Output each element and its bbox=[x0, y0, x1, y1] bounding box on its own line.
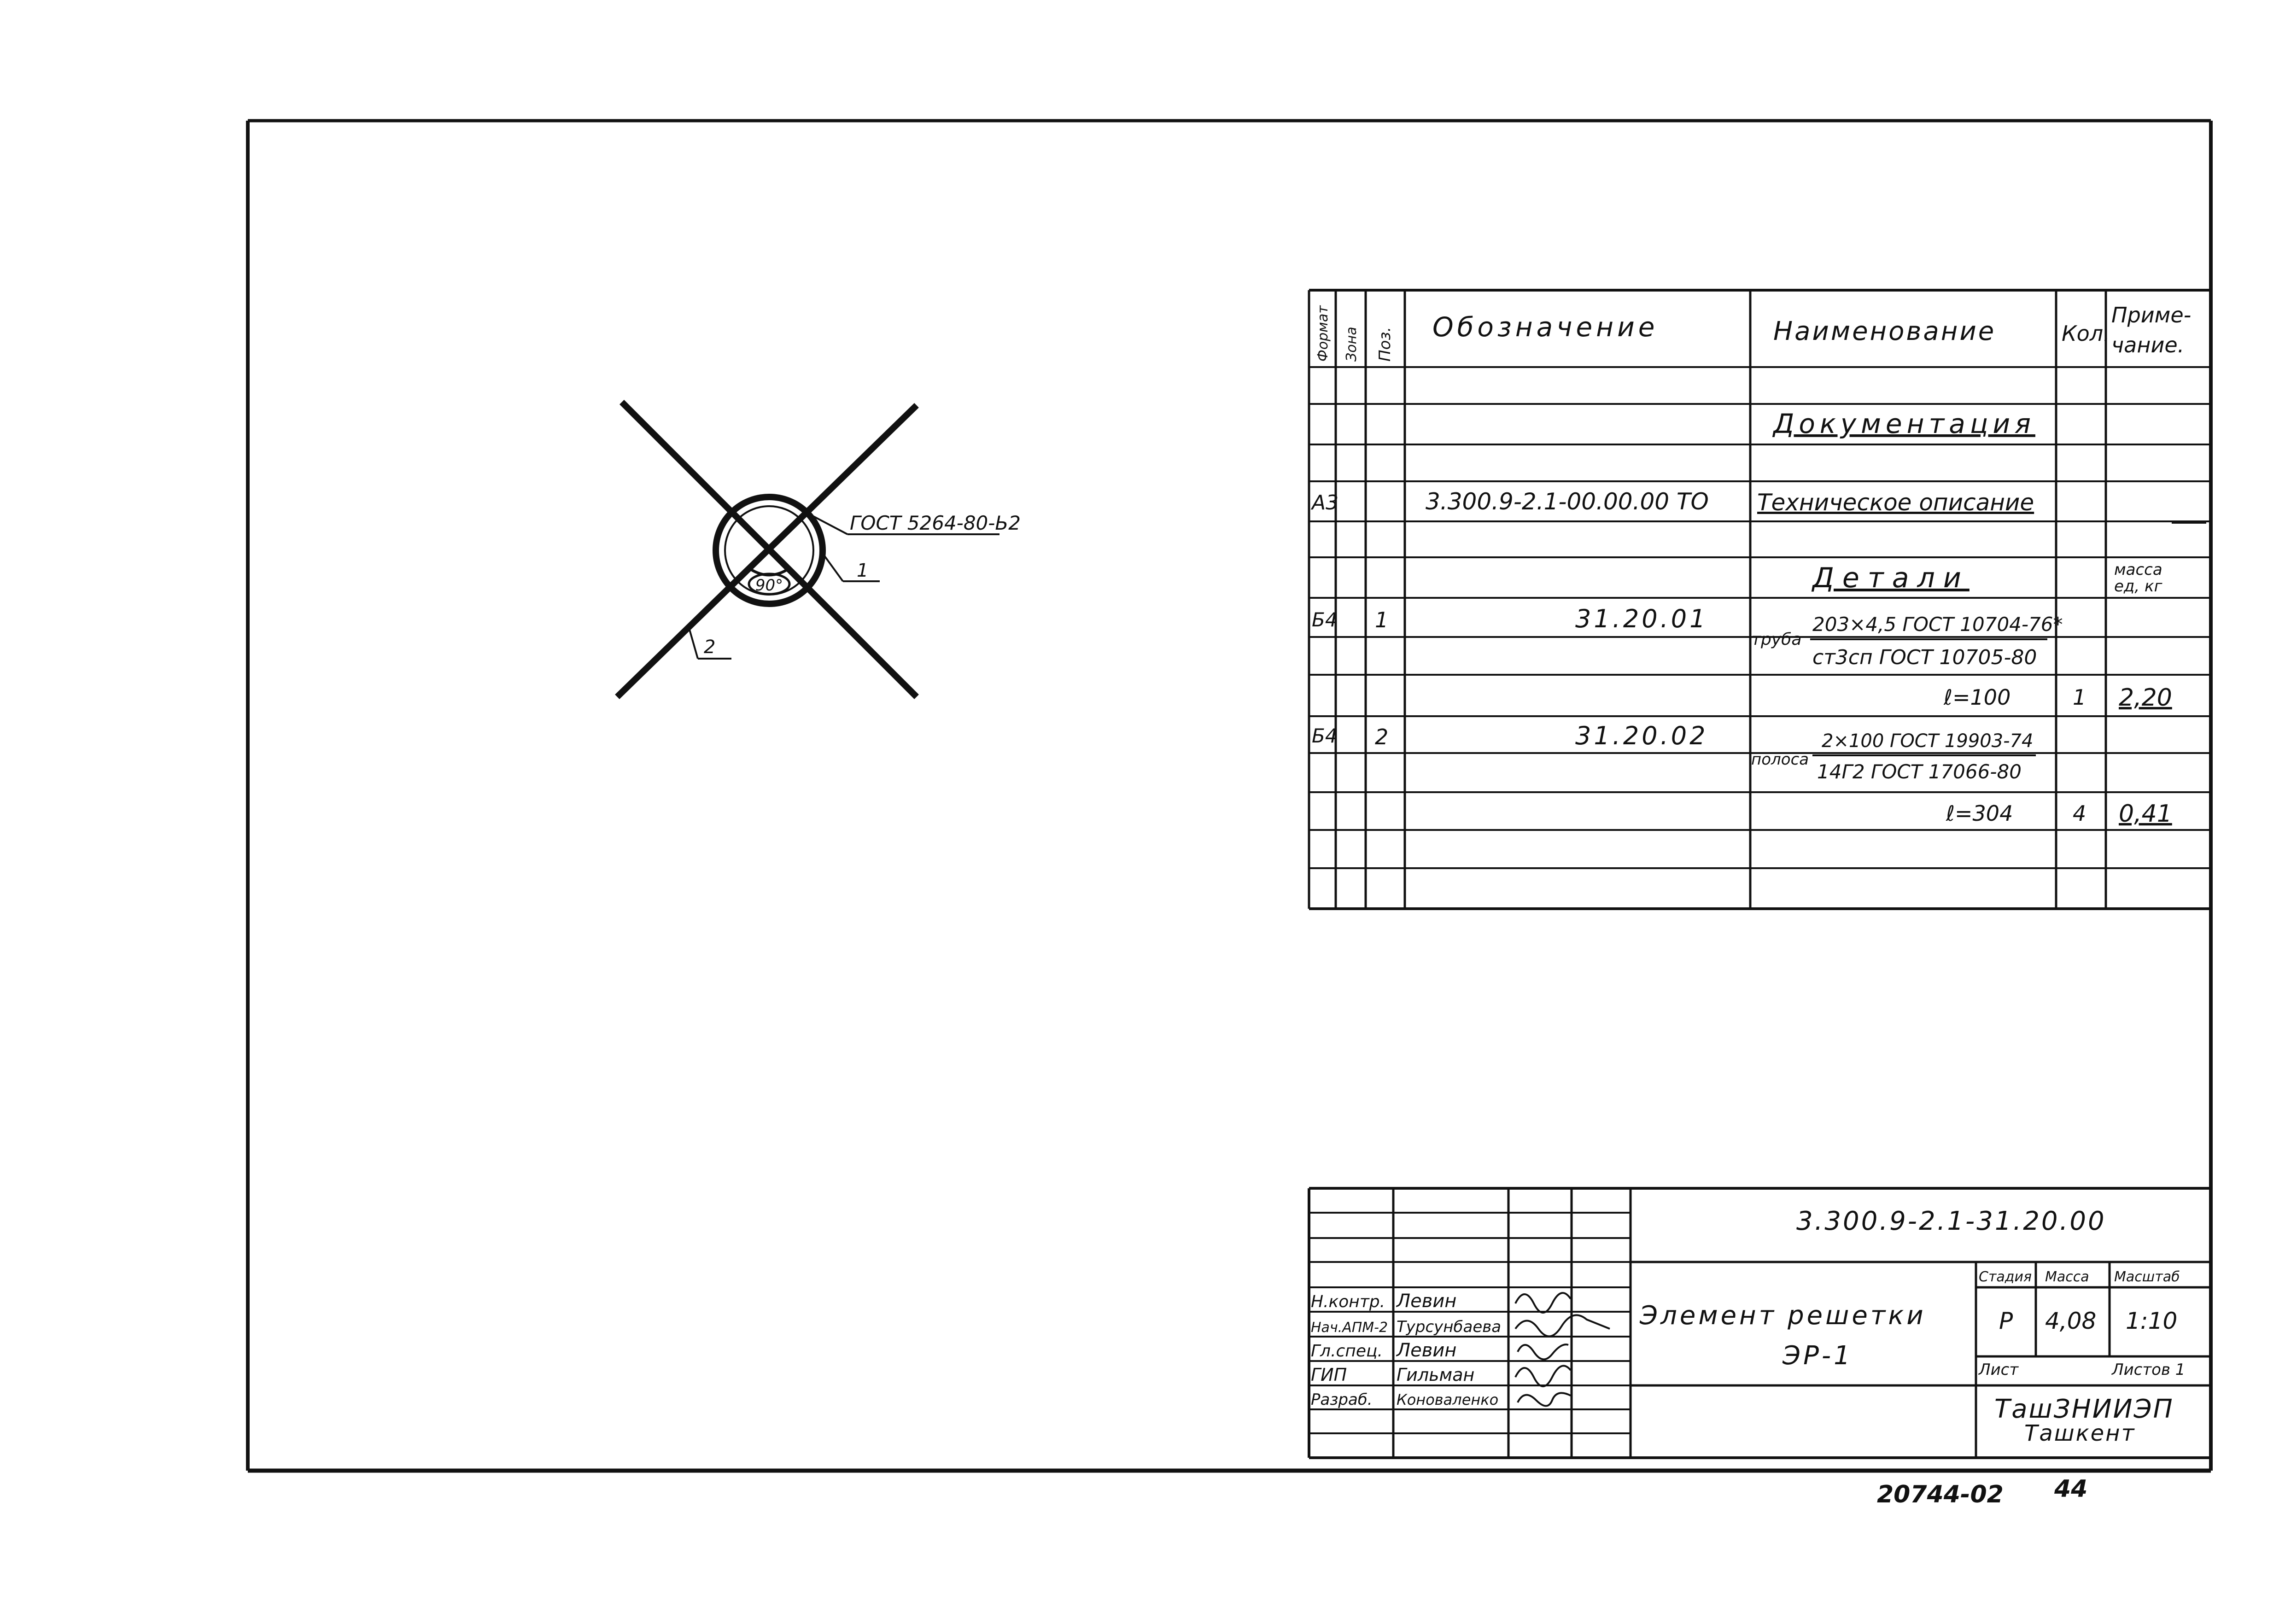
handwritten-signatures bbox=[1514, 1292, 1610, 1407]
signature-role-4: ГИП bbox=[1311, 1365, 1347, 1385]
header-designation: Обозначение bbox=[1432, 311, 1658, 343]
item-1-qty: 1 bbox=[2073, 685, 2086, 710]
part-callout-2: 2 bbox=[704, 637, 715, 658]
organization-city: Ташкент bbox=[2024, 1420, 2136, 1446]
signature-name-1: Левин bbox=[1396, 1291, 1456, 1312]
item-2-designation: 31.20.02 bbox=[1575, 721, 1708, 750]
item-2-qty: 4 bbox=[2073, 801, 2086, 826]
item-1-length: ℓ=100 bbox=[1943, 685, 2010, 710]
doc-row-name: Техническое описание bbox=[1757, 489, 2034, 516]
mass-value: 4,08 bbox=[2045, 1308, 2096, 1334]
archive-number: 20744-02 bbox=[1877, 1481, 2004, 1508]
item-2-pos: 2 bbox=[1375, 724, 1388, 749]
leader-part-1: 1 bbox=[821, 552, 880, 582]
item-1-pos: 1 bbox=[1375, 608, 1388, 632]
sheet-label: Лист bbox=[1978, 1361, 2019, 1379]
spec-row-item-2: Б4 2 31.20.02 полоса 2×100 ГОСТ 19903-74… bbox=[1312, 721, 2172, 828]
title-block: 3.300.9-2.1-31.20.00 Н.контр. Левин Нач.… bbox=[1308, 1187, 2211, 1459]
stage-value: Р bbox=[1999, 1308, 2013, 1334]
item-2-line2: 14Г2 ГОСТ 17066-80 bbox=[1817, 760, 2022, 783]
sheets-label: Листов 1 bbox=[2111, 1361, 2185, 1379]
mass-note-1: масса bbox=[2114, 561, 2162, 579]
doc-row-designation: 3.300.9-2.1-00.00.00 ТО bbox=[1426, 488, 1709, 515]
strip-part-2 bbox=[615, 400, 919, 700]
signature-name-4: Гильман bbox=[1397, 1365, 1474, 1385]
item-2-format: Б4 bbox=[1312, 724, 1338, 747]
signature-name-3: Левин bbox=[1396, 1340, 1456, 1361]
item-2-line1: 2×100 ГОСТ 19903-74 bbox=[1822, 730, 2033, 752]
header-name: Наименование bbox=[1773, 316, 1996, 346]
section-documentation: Документация bbox=[1772, 408, 2035, 439]
item-1-prefix: труба bbox=[1751, 630, 1801, 649]
header-qty: Кол. bbox=[2062, 321, 2110, 346]
item-1-note: 2,20 bbox=[2119, 684, 2172, 712]
spec-row-item-1: Б4 1 31.20.01 труба 203×4,5 ГОСТ 10704-7… bbox=[1312, 604, 2172, 712]
specification-table: Формат Зона Поз. Обозначение Наименовани… bbox=[1308, 289, 2211, 910]
item-2-prefix: полоса bbox=[1751, 750, 1809, 769]
angle-label: 90° bbox=[755, 576, 783, 595]
item-2-length: ℓ=304 bbox=[1946, 801, 2013, 826]
item-2-note: 0,41 bbox=[2119, 800, 2172, 828]
header-zone: Зона bbox=[1344, 327, 1360, 362]
gost-weld-callout: ГОСТ 5264-80-Ь2 bbox=[850, 512, 1021, 534]
weld-angle-marker: 90° bbox=[748, 567, 791, 596]
item-1-designation: 31.20.01 bbox=[1575, 604, 1708, 633]
item-1-format: Б4 bbox=[1312, 608, 1338, 631]
signature-role-5: Разраб. bbox=[1311, 1390, 1373, 1409]
signature-name-5: Коноваленко bbox=[1397, 1391, 1498, 1408]
signature-role-2: Нач.АПМ-2 bbox=[1311, 1320, 1388, 1336]
section-details: Детали bbox=[1811, 562, 1970, 594]
page-number: 44 bbox=[2054, 1475, 2087, 1503]
doc-code: 3.300.9-2.1-31.20.00 bbox=[1796, 1206, 2106, 1236]
item-1-line2: ст3сп ГОСТ 10705-80 bbox=[1812, 646, 2037, 669]
section-drawing: 90° ГОСТ 5264-80-Ь2 1 2 bbox=[615, 400, 1021, 700]
sheet-frame bbox=[246, 119, 2213, 1473]
part-callout-1: 1 bbox=[857, 560, 868, 581]
item-1-line1: 203×4,5 ГОСТ 10704-76* bbox=[1812, 613, 2063, 636]
signature-name-2: Турсунбаева bbox=[1397, 1318, 1501, 1336]
title-line-1: Элемент решетки bbox=[1639, 1301, 1926, 1331]
signature-role-3: Гл.спец. bbox=[1311, 1342, 1383, 1361]
signature-role-1: Н.контр. bbox=[1311, 1292, 1385, 1311]
leader-gost: ГОСТ 5264-80-Ь2 bbox=[803, 510, 1021, 535]
header-pos: Поз. bbox=[1376, 327, 1394, 362]
mass-label: Масса bbox=[2045, 1269, 2089, 1285]
header-note-2: чание. bbox=[2111, 333, 2184, 357]
scale-label: Масштаб bbox=[2114, 1269, 2180, 1285]
title-line-2: ЭР-1 bbox=[1782, 1341, 1853, 1371]
header-note-1: Приме- bbox=[2111, 303, 2191, 327]
leader-part-2: 2 bbox=[688, 626, 731, 660]
doc-row-format: А3 bbox=[1310, 491, 1338, 514]
header-format: Формат bbox=[1315, 305, 1331, 362]
stage-label: Стадия bbox=[1979, 1269, 2032, 1285]
mass-note-2: ед, кг bbox=[2114, 577, 2163, 596]
scale-value: 1:10 bbox=[2126, 1308, 2177, 1334]
organization-name: ТашЗНИИЭП bbox=[1994, 1394, 2174, 1424]
